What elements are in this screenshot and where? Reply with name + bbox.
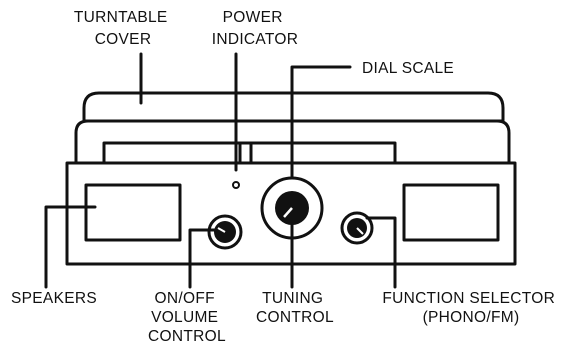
power-indicator-label-line-1: POWER (223, 9, 283, 26)
volume-control-label-line-1: ON/OFF (155, 290, 215, 307)
volume-control-label-line-3: CONTROL (148, 328, 226, 344)
dial-scale-label-line-1: DIAL SCALE (362, 60, 454, 77)
tuning-control-label: TUNING CONTROL (256, 290, 334, 326)
speakers-label: SPEAKERS (11, 290, 97, 307)
tuning-knob[interactable] (260, 176, 324, 240)
speakers-label-line-1: SPEAKERS (11, 290, 97, 307)
volume-control-label: ON/OFF VOLUME CONTROL (148, 290, 226, 344)
left-speaker (84, 183, 182, 242)
dial-scale-leader (290, 65, 352, 180)
function-selector-label-line-1: FUNCTION SELECTOR (382, 290, 555, 307)
volume-knob[interactable] (207, 214, 243, 250)
speakers-leader (44, 205, 97, 289)
dial-scale-label: DIAL SCALE (362, 60, 454, 77)
turntable-cover (82, 91, 505, 123)
function-selector-leader (365, 216, 397, 289)
function-selector-knob[interactable] (340, 211, 374, 245)
tuning-control-label-line-2: CONTROL (256, 309, 334, 326)
function-selector-label-line-2: (PHONO/FM) (423, 309, 520, 326)
function-selector-label: FUNCTION SELECTOR (PHONO/FM) (382, 290, 559, 326)
turntable-cover-label: TURNTABLE COVER (74, 9, 172, 48)
volume-control-leader (188, 228, 217, 289)
power-indicator-label-line-2: INDICATOR (212, 31, 299, 48)
power-indicator-label: POWER INDICATOR (212, 9, 299, 48)
right-speaker (402, 183, 500, 242)
turntable-cover-label-line-2: COVER (95, 31, 152, 48)
turntable-cover-label-line-1: TURNTABLE (74, 9, 168, 26)
volume-control-label-line-2: VOLUME (151, 309, 218, 326)
tuning-control-label-line-1: TUNING (262, 290, 323, 307)
power-indicator-led (232, 181, 240, 189)
